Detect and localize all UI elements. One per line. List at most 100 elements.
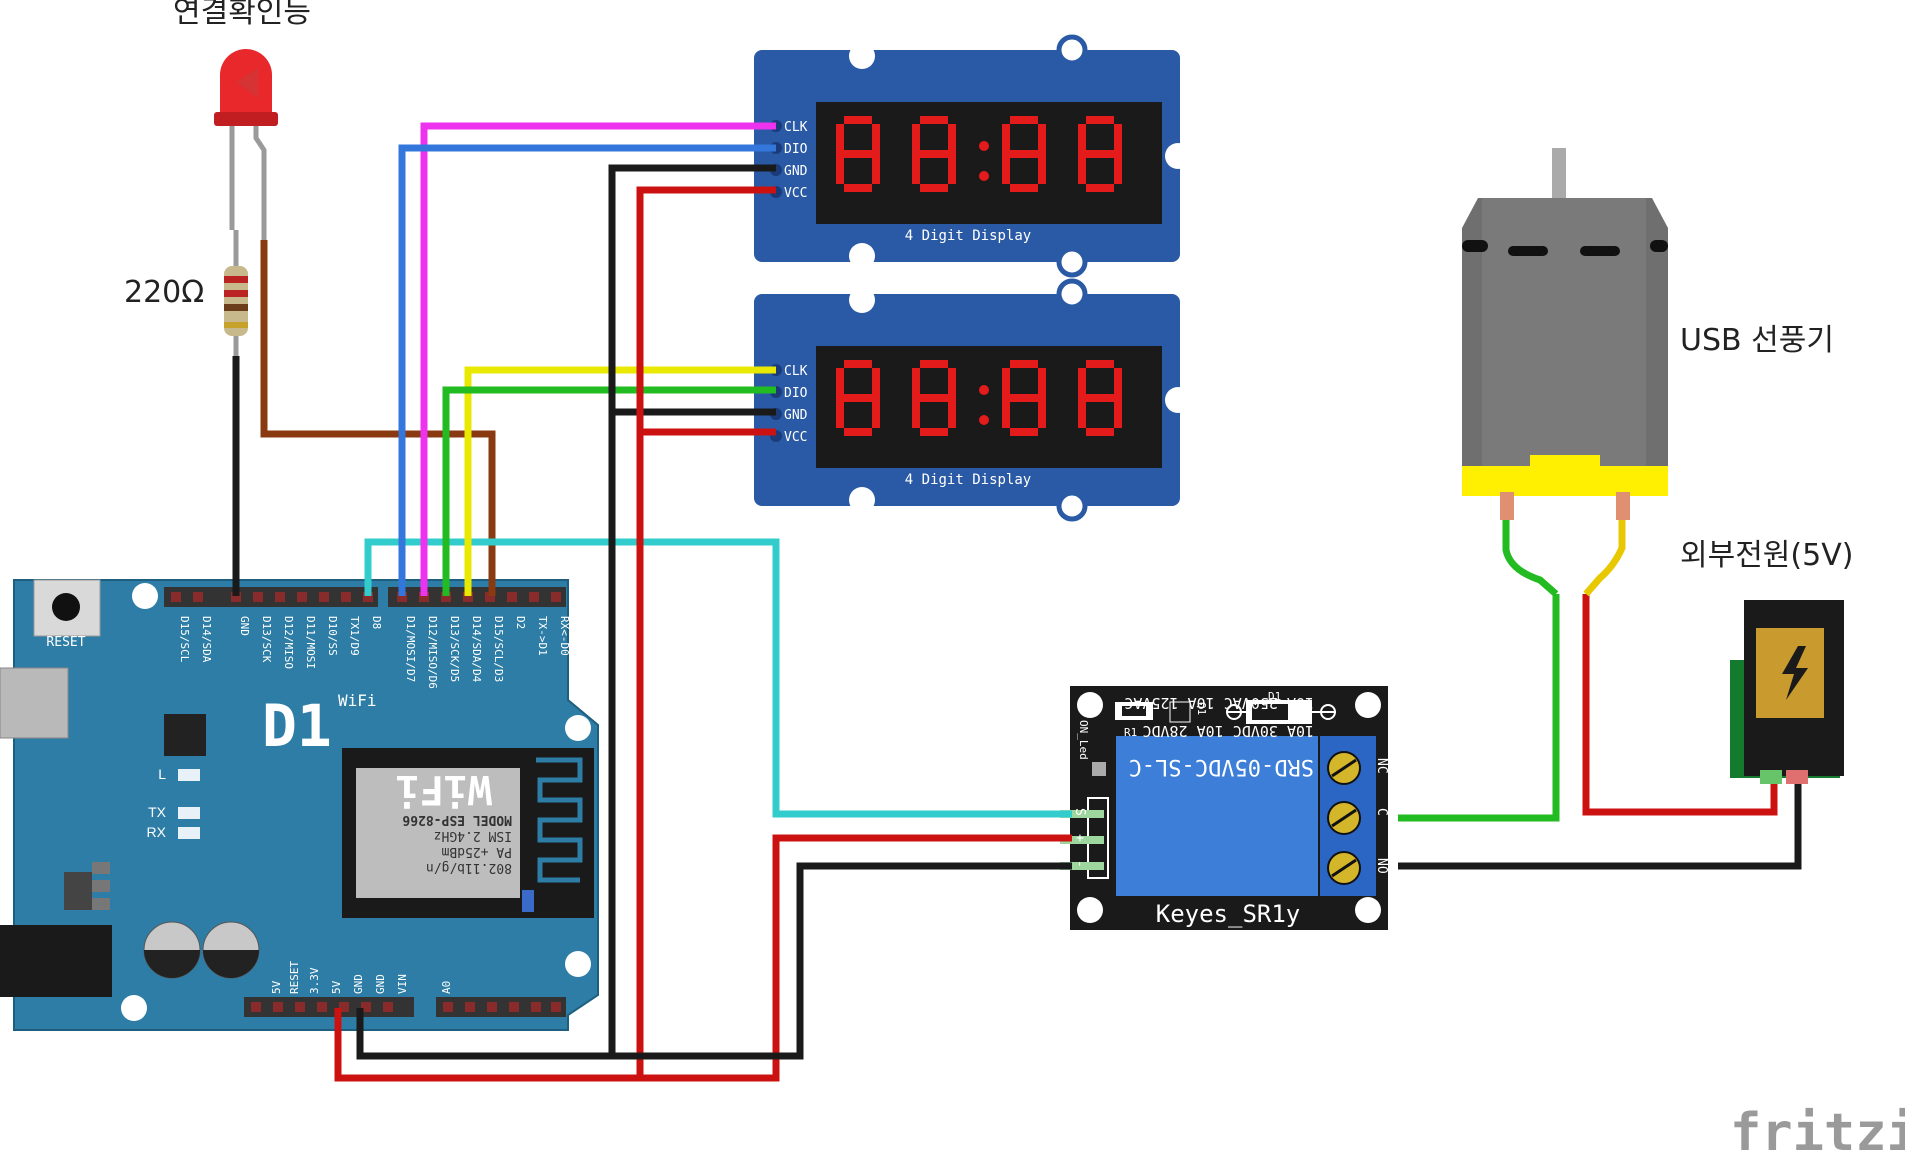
- display-segment: [844, 184, 872, 192]
- display-pin-label: VCC: [784, 186, 807, 201]
- board-wifi-label: WiFi: [338, 691, 377, 710]
- display-segment: [1114, 124, 1122, 154]
- display-segment: [844, 116, 872, 124]
- board-led: [178, 807, 200, 819]
- status-led: 연결확인등: [173, 0, 311, 240]
- top-pin-label: D15/SCL/D3: [492, 616, 505, 682]
- bottom-pin-label: 5V: [330, 980, 343, 994]
- display-segment: [1038, 368, 1046, 398]
- display-segment: [872, 398, 880, 428]
- top-pin-label: D14/SDA: [200, 616, 213, 663]
- top-pin-label: D14/SDA/D4: [470, 616, 483, 683]
- external-power-jack: 외부전원(5V): [1680, 538, 1853, 784]
- bottom-pin-label: GND: [374, 974, 387, 994]
- top-pin-label: D13/SCK/D5: [448, 616, 461, 682]
- top-pin-label: D8: [370, 616, 383, 629]
- display-segment: [948, 398, 956, 428]
- resistor-label: 220Ω: [124, 275, 204, 310]
- relay-pin: [1060, 836, 1104, 844]
- display-segment: [1010, 428, 1038, 436]
- board-logo: D1: [262, 692, 332, 760]
- relay-name: Keyes_SR1y: [1156, 900, 1301, 928]
- display-name: 4 Digit Display: [905, 472, 1031, 488]
- display-segment: [1002, 368, 1010, 398]
- svg-text:PA +25dBm: PA +25dBm: [441, 844, 512, 859]
- display-segment: [1038, 398, 1046, 428]
- display-segment: [1078, 154, 1086, 184]
- board-led-label: TX: [148, 804, 167, 820]
- power-label: 외부전원(5V): [1680, 538, 1853, 573]
- display-segment: [1078, 124, 1086, 154]
- display-segment: [912, 368, 920, 398]
- display-segment: [920, 116, 948, 124]
- svg-text:ISM 2.4GHz: ISM 2.4GHz: [434, 828, 512, 843]
- relay-terminal-label: C: [1374, 808, 1389, 816]
- svg-text:R1: R1: [1124, 726, 1137, 739]
- led-label: 연결확인등: [173, 0, 311, 30]
- top-pin-label: D1/MOSI/D7: [404, 616, 417, 682]
- board-led: [178, 827, 200, 839]
- display-segment: [844, 150, 872, 158]
- display-segment: [1010, 360, 1038, 368]
- display-pin-label: GND: [784, 408, 808, 423]
- display-segment: [1010, 116, 1038, 124]
- bottom-pin-label: VIN: [396, 974, 409, 994]
- display-segment: [1114, 398, 1122, 428]
- top-pin-label: D12/MISO/D6: [426, 616, 439, 689]
- relay-pin: [1060, 862, 1104, 870]
- display-segment: [912, 154, 920, 184]
- display-segment: [836, 124, 844, 154]
- svg-text:ON_Led: ON_Led: [1077, 720, 1090, 760]
- top-pin-label: TX1/D9: [348, 616, 361, 656]
- display-segment: [948, 124, 956, 154]
- fritzing-watermark: fritzing: [1730, 1103, 1905, 1163]
- display-segment: [920, 184, 948, 192]
- display-segment: [872, 368, 880, 398]
- display-segment: [912, 124, 920, 154]
- display-segment: [1086, 360, 1114, 368]
- display-pin-label: DIO: [784, 386, 808, 401]
- display-segment: [920, 394, 948, 402]
- display-segment: [920, 428, 948, 436]
- top-pin-label: D2: [514, 616, 527, 629]
- display-segment: [1078, 368, 1086, 398]
- relay-module: R1 Q1 D1 ON_Led SRD-05VDC-SL-C 10A 30VDC…: [1060, 686, 1389, 930]
- display-segment: [844, 360, 872, 368]
- display-segment: [1086, 428, 1114, 436]
- svg-text:MODEL ESP-8266: MODEL ESP-8266: [402, 812, 512, 827]
- display-pin-label: DIO: [784, 142, 808, 157]
- relay-pin-label: -: [1072, 860, 1087, 868]
- board-led-label: L: [158, 766, 166, 782]
- display-segment: [836, 368, 844, 398]
- display-segment: [1114, 368, 1122, 398]
- top-pin-label: D13/SCK: [260, 616, 273, 663]
- display-segment: [872, 154, 880, 184]
- display-segment: [1086, 116, 1114, 124]
- display-segment: [844, 428, 872, 436]
- relay-terminal-label: NO: [1374, 858, 1389, 874]
- svg-text:D1: D1: [1268, 690, 1281, 703]
- bottom-pin-label: RESET: [288, 961, 301, 994]
- display-segment: [1002, 124, 1010, 154]
- top-pin-label: D10/SS: [326, 616, 339, 656]
- svg-text:SRD-05VDC-SL-C: SRD-05VDC-SL-C: [1129, 754, 1314, 779]
- display-name: 4 Digit Display: [905, 228, 1031, 244]
- svg-text:10A 250VAC 10A 125VAC: 10A 250VAC 10A 125VAC: [1124, 694, 1314, 712]
- display-segment: [1002, 154, 1010, 184]
- wires: [232, 122, 1802, 1082]
- svg-text:WiFi: WiFi: [396, 766, 492, 812]
- display-pin-label: CLK: [784, 120, 808, 135]
- display-segment: [1010, 184, 1038, 192]
- usb-fan-motor: USB 선풍기: [1462, 148, 1834, 520]
- display-segment: [1086, 150, 1114, 158]
- display-segment: [1010, 394, 1038, 402]
- board-led: [178, 769, 200, 781]
- bottom-pin-label: 3.3V: [308, 967, 321, 994]
- resistor: 220Ω: [124, 230, 248, 356]
- esp-module-text: 802.11b/g/n PA +25dBm ISM 2.4GHz MODEL E…: [396, 766, 512, 875]
- display-segment: [920, 360, 948, 368]
- top-pin-label: D15/SCL: [178, 616, 191, 663]
